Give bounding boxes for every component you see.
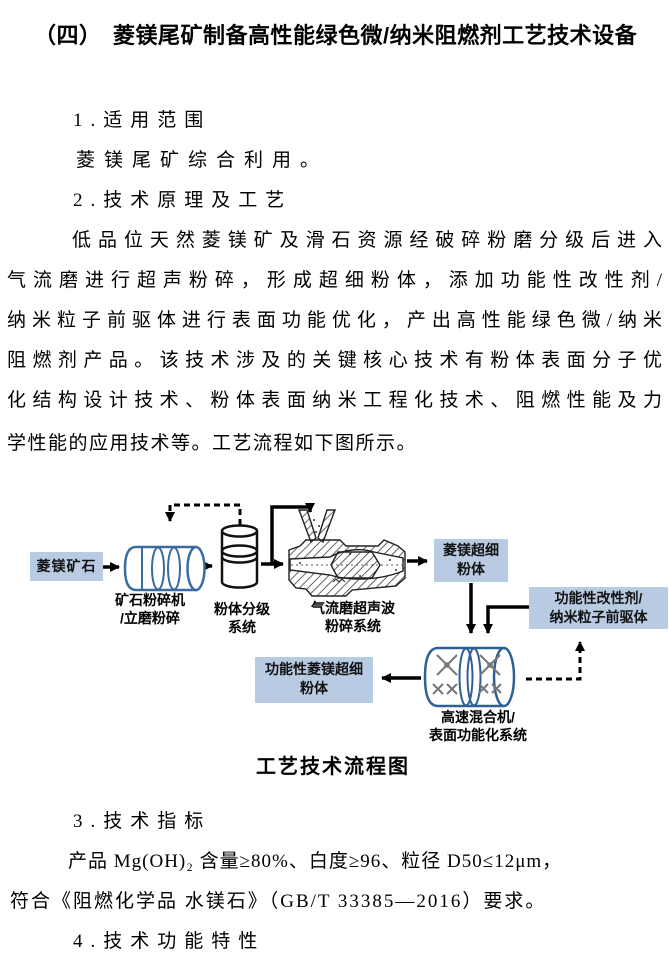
label-crusher-line1: 矿石粉碎机	[115, 592, 185, 608]
particle-dots	[299, 519, 397, 577]
label-jetmill-line2: 粉碎系统	[325, 618, 381, 634]
section-1-heading: 1.适用范围	[73, 110, 212, 131]
label-classifier: 粉体分级 系统	[200, 600, 284, 636]
section-3-heading: 3.技术指标	[73, 811, 212, 832]
label-jetmill: 气流磨超声波 粉碎系统	[303, 599, 403, 635]
page-title: （四） 菱镁尾矿制备高性能绿色微/纳米阻燃剂工艺技术设备	[34, 23, 638, 48]
figure-caption: 工艺技术流程图	[256, 756, 410, 778]
label-mixer-line1: 高速混合机/	[441, 709, 515, 725]
dashed-arrows	[165, 503, 585, 681]
arrow-mixer-to-modifier-dashed	[526, 641, 585, 681]
crusher-cylinder	[123, 545, 206, 592]
node-ore-box: 菱镁矿石	[30, 552, 103, 581]
label-crusher: 矿石粉碎机 /立磨粉碎	[102, 591, 198, 627]
label-classifier-line1: 粉体分级	[214, 601, 270, 617]
section-1-text: 菱镁尾矿综合利用。	[76, 150, 329, 171]
node-modifier-line2: 纳米粒子前驱体	[549, 609, 648, 625]
node-superfine-line2: 粉体	[457, 561, 485, 577]
node-superfine-powder-box: 菱镁超细 粉体	[434, 539, 508, 582]
node-functional-powder-box: 功能性菱镁超细 粉体	[255, 657, 373, 703]
section-3-text-line1: 产品 Mg(OH)₂ 含量≥80%、白度≥96、粒径 D50≤12μm，	[68, 851, 563, 872]
paragraph-line: 学性能的应用技术等。工艺流程如下图所示。	[7, 433, 418, 454]
paragraph-line: 气流磨进行超声粉碎，形成超细粉体，添加功能性改性剂/	[7, 270, 662, 291]
section-4-heading: 4.技术功能特性	[73, 931, 266, 952]
process-flow-diagram-canvas	[101, 503, 585, 708]
arrow-feed-elbow	[270, 503, 315, 563]
flow-arrows	[101, 503, 529, 683]
label-classifier-line2: 系统	[228, 619, 256, 635]
jet-mill-drawing	[288, 509, 406, 597]
mixer-cylinder	[423, 646, 516, 708]
label-jetmill-line1: 气流磨超声波	[311, 600, 395, 616]
node-modifier-line1: 功能性改性剂/	[554, 590, 643, 606]
arrow-modifier-to-mixer	[483, 605, 529, 634]
paragraph-line: 纳米粒子前驱体进行表面功能优化，产出高性能绿色微/纳米	[7, 310, 662, 331]
paragraph-line: 阻燃剂产品。该技术涉及的关键核心技术有粉体表面分子优	[7, 350, 662, 371]
node-superfine-line1: 菱镁超细	[443, 542, 499, 558]
label-mixer-line2: 表面功能化系统	[429, 727, 527, 743]
label-mixer: 高速混合机/ 表面功能化系统	[410, 708, 546, 744]
paragraph-line: 低品位天然菱镁矿及滑石资源经破碎粉磨分级后进入	[72, 230, 662, 251]
node-modifier-box: 功能性改性剂/ 纳米粒子前驱体	[529, 587, 668, 629]
section-3-text-line2: 符合《阻燃化学品 水镁石》（GB/T 33385—2016）要求。	[10, 891, 547, 912]
paragraph-line: 化结构设计技术、粉体表面纳米工程化技术、阻燃性能及力	[7, 390, 662, 411]
node-ore-label: 菱镁矿石	[36, 558, 97, 574]
arrow-recycle-dashed	[165, 503, 242, 525]
label-crusher-line2: /立磨粉碎	[120, 610, 180, 626]
mixer-agitator-marks	[432, 654, 502, 695]
node-functional-line2: 粉体	[300, 680, 328, 696]
node-functional-line1: 功能性菱镁超细	[265, 661, 363, 677]
classifier-cylinder	[220, 524, 259, 589]
section-2-heading: 2.技术原理及工艺	[73, 190, 293, 211]
